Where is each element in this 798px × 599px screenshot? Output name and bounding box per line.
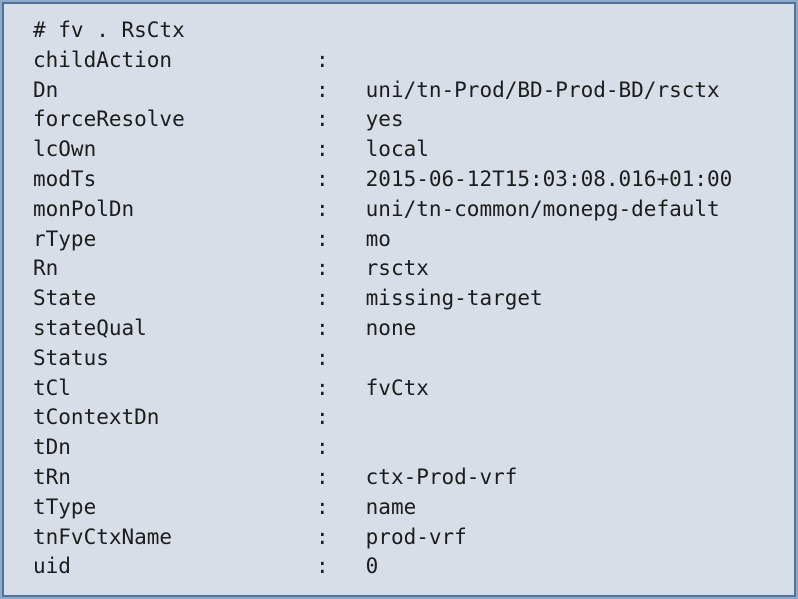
property-value: prod-vrf [365, 524, 467, 549]
property-row: childAction: [33, 46, 782, 76]
property-row: uid: 0 [33, 552, 782, 582]
property-row: tnFvCtxName: prod-vrf [33, 523, 782, 553]
property-value [329, 433, 366, 463]
property-key: stateQual [33, 315, 147, 340]
property-value: ctx-Prod-vrf [365, 464, 518, 489]
colon-separator: : [316, 47, 329, 72]
colon-separator: : [316, 286, 329, 311]
colon-separator: : [316, 554, 329, 579]
property-row: tDn: [33, 433, 782, 463]
property-row: State: missing-target [33, 284, 782, 314]
colon-separator: : [316, 464, 329, 489]
property-key: tType [33, 494, 97, 519]
property-value: rsctx [365, 256, 429, 281]
colon-separator: : [316, 524, 329, 549]
property-key: modTs [33, 166, 97, 191]
colon-separator: : [316, 107, 329, 132]
colon-separator: : [316, 196, 329, 221]
property-key: Dn [33, 77, 59, 102]
property-value [329, 403, 366, 433]
property-value: mo [365, 226, 391, 251]
property-key: State [33, 286, 97, 311]
colon-separator: : [316, 405, 329, 430]
property-row: Rn: rsctx [33, 254, 782, 284]
property-row: forceResolve: yes [33, 105, 782, 135]
property-key: lcOwn [33, 137, 97, 162]
property-key: uid [33, 554, 71, 579]
property-row: tCl: fvCtx [33, 374, 782, 404]
property-value: fvCtx [365, 375, 429, 400]
property-value: yes [365, 107, 404, 132]
property-value: name [365, 494, 417, 519]
object-class-header: # fv . RsCtx [33, 18, 185, 42]
property-key: Status [33, 345, 109, 370]
property-value: uni/tn-common/monepg-default [365, 196, 720, 221]
property-value: missing-target [365, 286, 543, 311]
property-key: tRn [33, 464, 71, 489]
colon-separator: : [316, 494, 329, 519]
colon-separator: : [316, 375, 329, 400]
property-key: tDn [33, 435, 71, 460]
property-row: monPolDn: uni/tn-common/monepg-default [33, 195, 782, 225]
property-row: tRn: ctx-Prod-vrf [33, 463, 782, 493]
colon-separator: : [316, 256, 329, 281]
property-key: Rn [33, 256, 59, 281]
property-value: uni/tn-Prod/BD-Prod-BD/rsctx [365, 77, 720, 102]
property-row: Dn: uni/tn-Prod/BD-Prod-BD/rsctx [33, 76, 782, 106]
property-key: tnFvCtxName [33, 524, 173, 549]
colon-separator: : [316, 345, 329, 370]
property-value: 2015-06-12T15:03:08.016+01:00 [365, 166, 733, 191]
property-value: 0 [365, 554, 379, 579]
property-list: childAction: Dn: uni/tn-Prod/BD-Prod-BD/r… [33, 46, 782, 582]
colon-separator: : [316, 315, 329, 340]
property-value [329, 46, 366, 76]
colon-separator: : [316, 435, 329, 460]
colon-separator: : [316, 166, 329, 191]
property-value [329, 344, 366, 374]
property-key: rType [33, 226, 97, 251]
property-row: tContextDn: [33, 403, 782, 433]
property-row: stateQual: none [33, 314, 782, 344]
property-row: modTs: 2015-06-12T15:03:08.016+01:00 [33, 165, 782, 195]
property-row: Status: [33, 344, 782, 374]
property-row: lcOwn: local [33, 135, 782, 165]
property-value: none [365, 315, 417, 340]
property-key: forceResolve [33, 107, 185, 132]
colon-separator: : [316, 226, 329, 251]
colon-separator: : [316, 137, 329, 162]
property-key: monPolDn [33, 196, 135, 221]
property-row: rType: mo [33, 225, 782, 255]
colon-separator: : [316, 77, 329, 102]
property-value: local [365, 137, 429, 162]
property-key: tCl [33, 375, 71, 400]
property-row: tType: name [33, 493, 782, 523]
property-key: childAction [33, 47, 173, 72]
property-key: tContextDn [33, 405, 160, 430]
